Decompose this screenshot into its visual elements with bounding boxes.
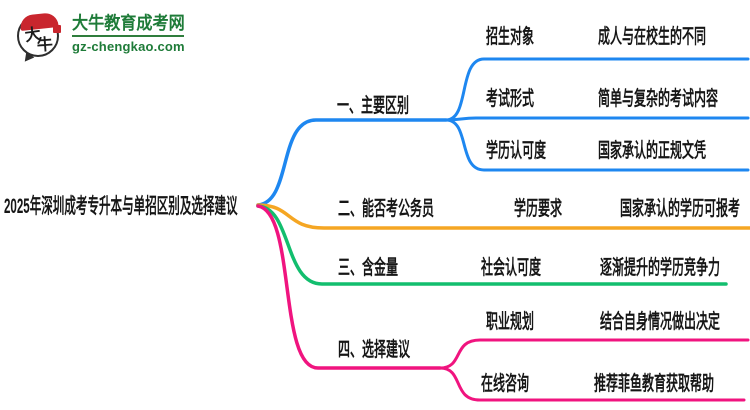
logo-divider xyxy=(72,35,184,37)
branch-2-sub-1-label: 学历要求 xyxy=(514,198,562,220)
branch-3-label: 三、含金量 xyxy=(338,257,398,279)
branch-3-sub-1-label: 社会认可度 xyxy=(481,257,541,279)
logo-bubble-icon: 大 牛 xyxy=(16,12,64,69)
branch-4-sub-1-value: 结合自身情况做出决定 xyxy=(600,311,720,333)
branch-1-sub-1-label: 招生对象 xyxy=(486,26,534,48)
branch-line-sub-1b xyxy=(444,116,750,122)
branch-line-main-1 xyxy=(256,118,448,207)
branch-1-sub-2-value: 简单与复杂的考试内容 xyxy=(598,88,718,110)
branch-4-sub-2-value: 推荐菲鱼教育获取帮助 xyxy=(594,373,714,395)
logo-seal-icon xyxy=(53,25,61,33)
branch-1-sub-3-label: 学历认可度 xyxy=(486,140,546,162)
branch-1-sub-1-value: 成人与在校生的不同 xyxy=(598,26,706,48)
branch-line-sub-1a xyxy=(444,57,750,122)
branch-4-sub-2-label: 在线咨询 xyxy=(481,373,529,395)
branch-line-main-3 xyxy=(256,204,728,286)
logo-brand-char-bottom: 牛 xyxy=(36,36,54,55)
branch-2-label: 二、能否考公务员 xyxy=(338,198,434,220)
branch-line-sub-1c xyxy=(444,118,750,172)
logo-text: 大牛教育成考网 gz-chengkao.com xyxy=(72,13,212,54)
branch-1-sub-3-value: 国家承认的正规文凭 xyxy=(598,140,706,162)
branch-2-sub-1-value: 国家承认的学历可报考 xyxy=(620,198,740,220)
branch-3-sub-1-value: 逐渐提升的学历竞争力 xyxy=(600,257,720,279)
branch-1-sub-2-label: 考试形式 xyxy=(486,88,534,110)
branch-line-sub-4a xyxy=(438,338,750,370)
branch-line-main-2 xyxy=(256,203,750,230)
branch-line-main-4 xyxy=(256,204,442,370)
main-topic: 2025年深圳成考专升本与单招区别及选择建议 xyxy=(4,195,238,218)
site-name: 大牛教育成考网 xyxy=(72,13,185,33)
branch-line-sub-4b xyxy=(438,366,746,402)
site-url: gz-chengkao.com xyxy=(72,39,185,54)
branch-4-label: 四、选择建议 xyxy=(338,339,410,361)
branch-1-label: 一、主要区别 xyxy=(337,95,409,117)
branch-4-sub-1-label: 职业规划 xyxy=(486,311,534,333)
site-logo: 大 牛 大牛教育成考网 gz-chengkao.com xyxy=(14,10,224,69)
